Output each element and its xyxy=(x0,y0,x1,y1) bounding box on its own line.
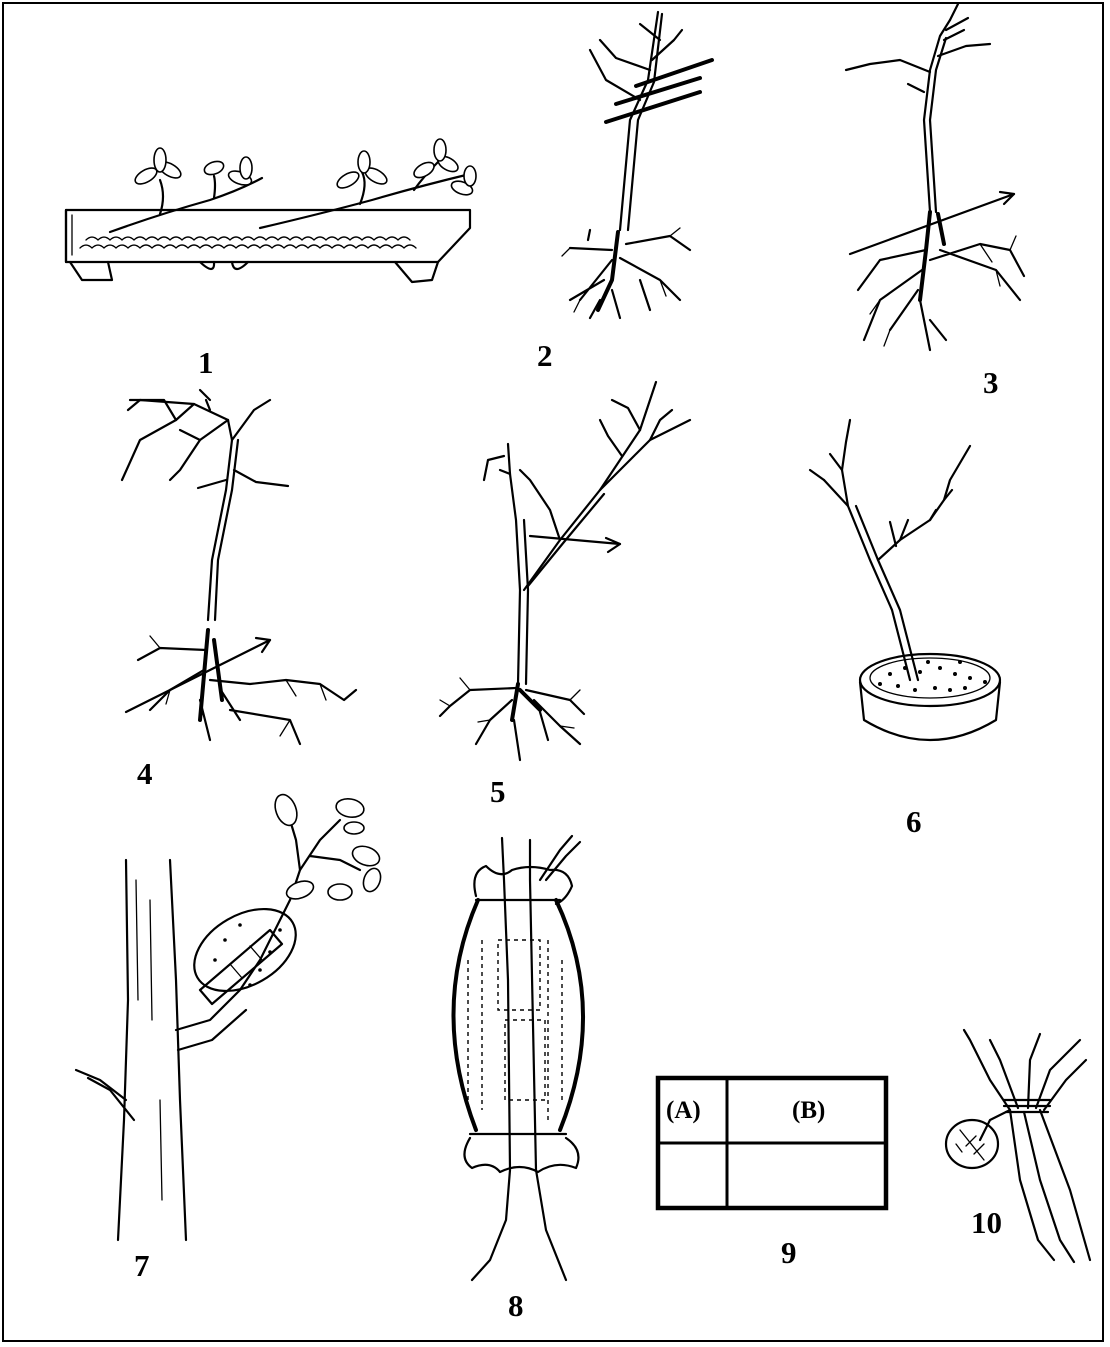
figure-label-5: 5 xyxy=(490,776,506,807)
figure-label-7: 7 xyxy=(134,1250,150,1281)
grid-cell-a-label: (A) xyxy=(666,1098,701,1123)
seedling-with-cut-marks-drawing xyxy=(562,12,712,318)
figure-label-10: 10 xyxy=(971,1207,1002,1238)
grid-cell-b-label: (B) xyxy=(792,1098,825,1123)
tree-in-pot-drawing xyxy=(810,420,1000,740)
air-layer-on-branch-drawing xyxy=(76,792,384,1240)
figure-label-4: 4 xyxy=(137,758,153,789)
tied-graft-with-leaf-drawing xyxy=(946,1030,1090,1262)
wrapped-air-layer-drawing xyxy=(453,836,583,1280)
figure-label-3: 3 xyxy=(983,367,999,398)
seed-tray-with-cuttings-drawing xyxy=(66,139,476,282)
figure-label-8: 8 xyxy=(508,1290,524,1321)
figure-label-1: 1 xyxy=(198,347,214,378)
seedling-root-pruning-drawing xyxy=(122,390,356,744)
seedling-taproot-cut-drawing xyxy=(846,4,1024,350)
young-tree-branch-selection-drawing xyxy=(440,382,690,760)
plate-border xyxy=(3,3,1103,1341)
figure-label-9: 9 xyxy=(781,1237,797,1268)
figure-label-2: 2 xyxy=(537,340,553,371)
figure-label-6: 6 xyxy=(906,806,922,837)
